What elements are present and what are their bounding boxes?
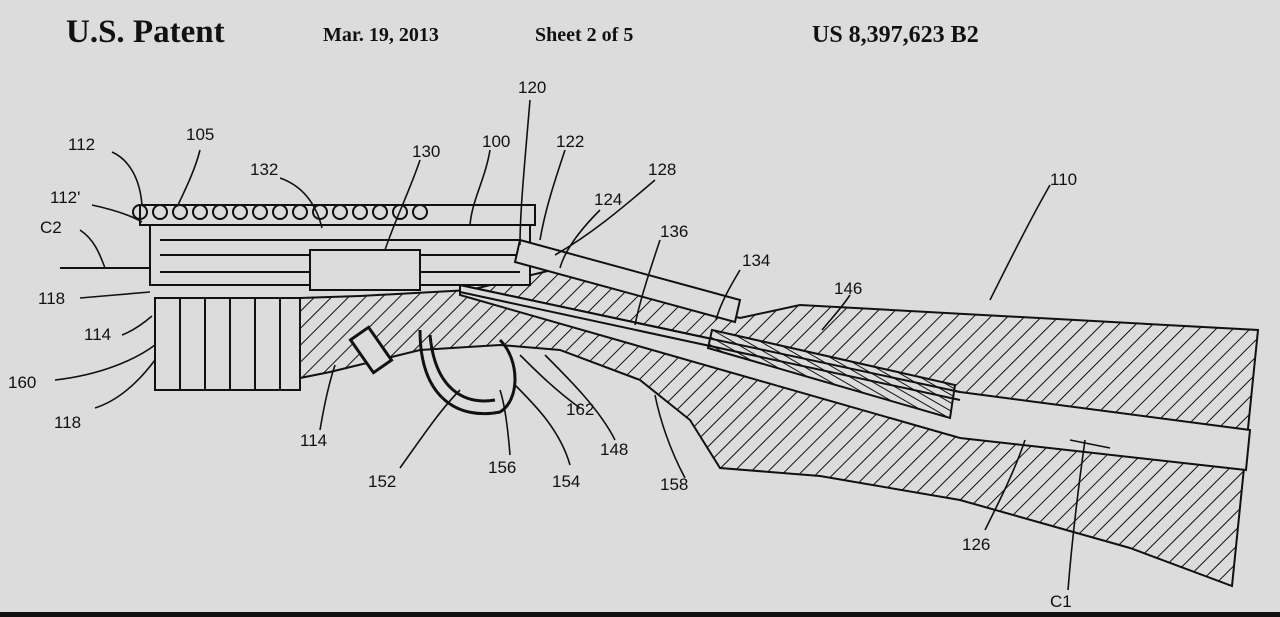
stock-section bbox=[299, 266, 1260, 588]
ref-152: 152 bbox=[368, 472, 396, 491]
ref-112-prime: 112' bbox=[50, 188, 80, 207]
reference-numerals: 112 105 112' C2 132 130 100 120 122 128 … bbox=[8, 78, 1077, 611]
receiver-section bbox=[60, 204, 961, 401]
ref-120: 120 bbox=[518, 78, 546, 97]
ref-146: 146 bbox=[834, 279, 862, 298]
patent-title: U.S. Patent bbox=[66, 14, 225, 50]
ref-118-top: 118 bbox=[38, 289, 65, 308]
ref-124: 124 bbox=[594, 190, 622, 209]
ref-158: 158 bbox=[660, 475, 688, 494]
ref-156: 156 bbox=[488, 458, 516, 477]
ref-162: 162 bbox=[566, 400, 594, 419]
ref-136: 136 bbox=[660, 222, 688, 241]
ref-134: 134 bbox=[742, 251, 770, 270]
rail-bumps bbox=[132, 204, 428, 220]
ref-105: 105 bbox=[186, 125, 214, 144]
magazine bbox=[154, 297, 301, 391]
ref-128: 128 bbox=[648, 160, 676, 179]
ref-122: 122 bbox=[556, 132, 584, 151]
ref-132: 132 bbox=[250, 160, 278, 179]
ref-c2: C2 bbox=[40, 218, 62, 237]
ref-154: 154 bbox=[552, 472, 580, 491]
ref-100: 100 bbox=[482, 132, 510, 151]
leader-lines bbox=[54, 99, 1111, 591]
ref-126: 126 bbox=[962, 535, 990, 554]
ref-114-left: 114 bbox=[84, 325, 111, 344]
ref-130: 130 bbox=[412, 142, 440, 161]
trigger-guard bbox=[348, 325, 517, 416]
ref-110: 110 bbox=[1050, 170, 1077, 189]
ref-148: 148 bbox=[600, 440, 628, 459]
ref-114-bottom: 114 bbox=[300, 431, 327, 450]
ref-c1: C1 bbox=[1050, 592, 1072, 611]
bottom-rule bbox=[0, 612, 1280, 617]
ref-160: 160 bbox=[8, 373, 36, 392]
ref-118-bottom: 118 bbox=[54, 413, 81, 432]
patent-number: US 8,397,623 B2 bbox=[812, 22, 979, 48]
patent-date: Mar. 19, 2013 bbox=[323, 24, 439, 46]
ref-112: 112 bbox=[68, 135, 95, 154]
sheet-indicator: Sheet 2 of 5 bbox=[535, 24, 634, 46]
